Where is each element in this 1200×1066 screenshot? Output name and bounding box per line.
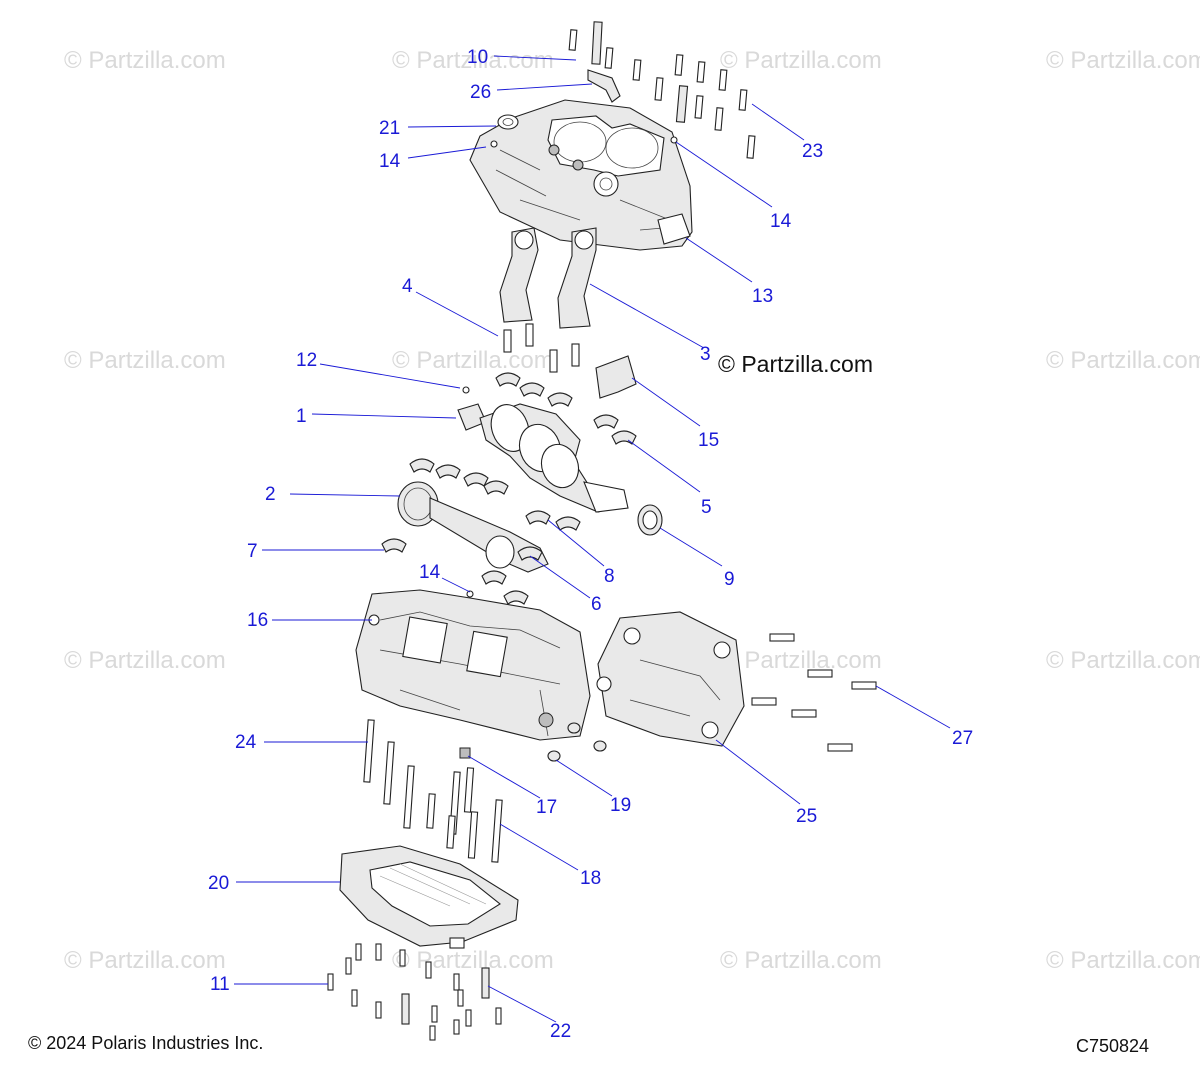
callout-13: 13 <box>752 286 773 307</box>
oil-seal <box>637 504 663 536</box>
washers-and-plug <box>459 722 607 762</box>
callout-25: 25 <box>796 806 817 827</box>
callout-11: 11 <box>210 974 230 995</box>
callout-12: 12 <box>296 350 317 371</box>
watermark: © Partzilla.com <box>64 647 226 674</box>
small-pins <box>462 136 678 598</box>
leader-lines <box>234 55 951 1023</box>
callout-1: 1 <box>296 406 307 427</box>
callout-15: 15 <box>698 430 719 451</box>
watermark: © Partzilla.com <box>392 47 554 74</box>
callout-10: 10 <box>467 47 488 68</box>
watermark: © Partzilla.com <box>1046 947 1200 974</box>
carrier-bolts <box>751 633 877 752</box>
callout-27: 27 <box>952 728 973 749</box>
watermark: © Partzilla.com <box>720 47 882 74</box>
callout-14: 14 <box>419 562 441 583</box>
bearing-shells-lower <box>381 458 581 605</box>
brand-watermark: © Partzilla.com <box>718 351 873 377</box>
watermark: © Partzilla.com <box>720 647 882 674</box>
callout-2: 2 <box>265 484 276 505</box>
long-bolts <box>363 719 503 863</box>
callout-6: 6 <box>591 594 602 615</box>
watermark: © Partzilla.com <box>64 347 226 374</box>
callout-26: 26 <box>470 82 491 103</box>
callout-3: 3 <box>700 344 711 365</box>
callout-23: 23 <box>802 141 823 162</box>
callout-9: 9 <box>724 569 735 590</box>
callout-21: 21 <box>379 118 400 139</box>
watermark: © Partzilla.com <box>1046 647 1200 674</box>
callout-5: 5 <box>701 497 712 518</box>
callout-14: 14 <box>379 151 401 172</box>
watermark: © Partzilla.com <box>64 47 226 74</box>
watermark: © Partzilla.com <box>392 947 554 974</box>
callout-4: 4 <box>402 276 413 297</box>
watermark-layer: © Partzilla.com © Partzilla.com © Partzi… <box>64 47 1200 974</box>
callout-19: 19 <box>610 795 631 816</box>
copyright-text: © 2024 Polaris Industries Inc. <box>28 1033 263 1053</box>
watermark: © Partzilla.com <box>1046 47 1200 74</box>
bearing-cap <box>595 355 637 399</box>
watermark: © Partzilla.com <box>64 947 226 974</box>
callout-16: 16 <box>247 610 268 631</box>
connecting-rods <box>499 227 597 373</box>
bearing-carrier <box>596 611 745 747</box>
watermark: © Partzilla.com <box>720 947 882 974</box>
lower-crankcase <box>355 589 591 741</box>
callout-8: 8 <box>604 566 615 587</box>
callout-17: 17 <box>536 797 557 818</box>
upper-crankcase <box>469 99 693 251</box>
oil-pan <box>339 845 519 949</box>
crankshaft <box>457 403 629 513</box>
pan-bolts <box>327 943 502 1041</box>
callout-7: 7 <box>247 541 258 562</box>
watermark: © Partzilla.com <box>1046 347 1200 374</box>
callout-22: 22 <box>550 1021 571 1042</box>
top-bolts <box>568 21 756 159</box>
callouts: 10 26 21 14 23 14 13 4 3 12 1 15 2 5 9 7… <box>208 47 973 1042</box>
callout-20: 20 <box>208 873 229 894</box>
callout-14: 14 <box>770 211 792 232</box>
watermark: © Partzilla.com <box>392 347 554 374</box>
callout-18: 18 <box>580 868 601 889</box>
diagram-code: C750824 <box>1076 1036 1149 1056</box>
bearing-shells-upper <box>495 372 637 445</box>
callout-24: 24 <box>235 732 257 753</box>
